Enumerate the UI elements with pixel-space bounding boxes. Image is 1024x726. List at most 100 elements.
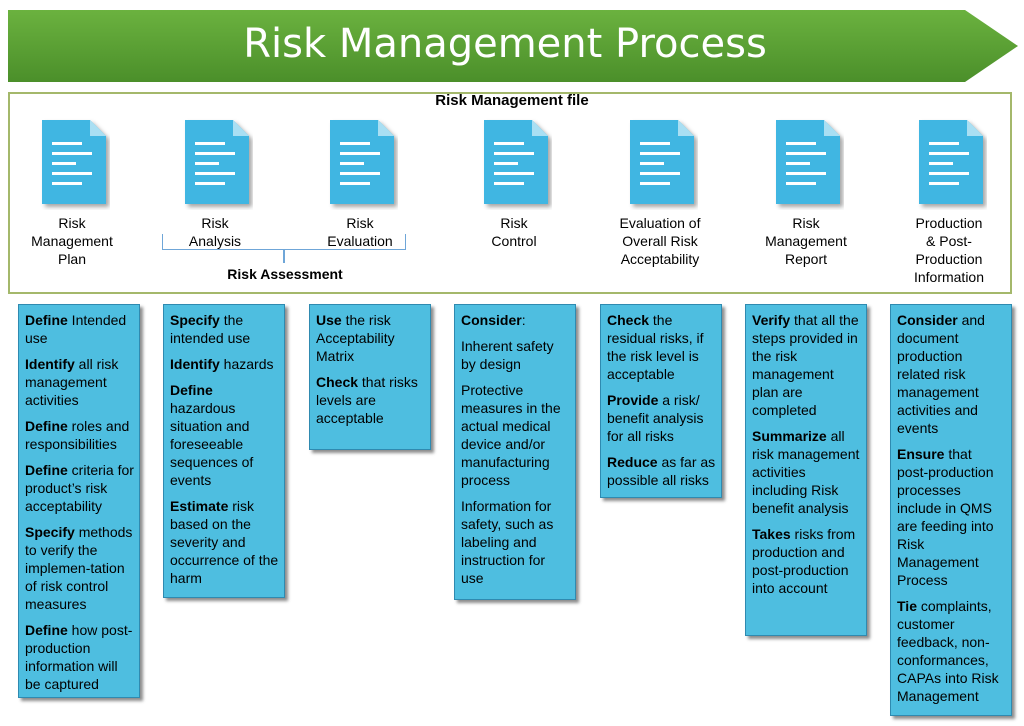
activity-text: the risk Acceptability Matrix: [316, 312, 395, 364]
title-banner: [0, 0, 1024, 88]
stage-label: Risk Management Report: [765, 215, 847, 267]
activity-verb: Define: [170, 382, 213, 398]
activity-text: criteria for product’s risk acceptabilit…: [25, 462, 134, 514]
activity-item: Reduce as far as possible all risks: [607, 453, 716, 489]
stage-label: Risk Control: [491, 215, 537, 249]
activity-item: Check the residual risks, if the risk le…: [607, 311, 716, 383]
activity-verb: Consider: [461, 312, 522, 328]
activity-verb: Check: [607, 312, 650, 328]
activity-item: Inherent safety by design: [461, 337, 570, 373]
activity-text: and document production related risk man…: [897, 312, 985, 436]
activity-verb: Consider: [897, 312, 958, 328]
activity-text: the residual risks, if the risk level is…: [607, 312, 704, 382]
document-icon: [40, 118, 110, 210]
activity-item: Consider:: [461, 311, 570, 329]
activity-item: Takes risks from production and post-pro…: [752, 525, 861, 597]
activity-text: all risk management activities: [25, 356, 119, 408]
activity-item: Use the risk Acceptability Matrix: [316, 311, 425, 365]
activity-text: roles and responsibilities: [25, 418, 130, 452]
activity-item: Verify that all the steps provided in th…: [752, 311, 861, 419]
activity-verb: Identify: [170, 356, 220, 372]
activity-verb: Takes: [752, 526, 791, 542]
document-icon: [628, 118, 698, 210]
activity-verb: Specify: [25, 524, 75, 540]
activity-card: Verify that all the steps provided in th…: [745, 304, 867, 636]
document-icon: [917, 118, 987, 210]
stage-label: Risk Management Plan: [31, 215, 113, 267]
activity-item: Estimate risk based on the severity and …: [170, 497, 279, 587]
stage-label: Evaluation of Overall Risk Acceptability: [619, 215, 701, 267]
activity-text: risk based on the severity and occurrenc…: [170, 498, 279, 586]
activity-text: that post-production processes include i…: [897, 446, 994, 588]
activity-verb: Specify: [170, 312, 220, 328]
activity-text: Intended use: [25, 312, 127, 346]
activity-text: risks from production and post-productio…: [752, 526, 856, 596]
activity-verb: Define: [25, 312, 68, 328]
file-title: Risk Management file: [435, 92, 589, 109]
document-icon: [774, 118, 844, 210]
activity-text: hazards: [219, 356, 274, 372]
activity-text: that all the steps provided in the risk …: [752, 312, 859, 418]
activity-item: Summarize all risk management activities…: [752, 427, 861, 517]
activity-verb: Define: [25, 418, 68, 434]
activity-text: methods to verify the implemen-tation of…: [25, 524, 133, 612]
activity-item: Define Intended use: [25, 311, 134, 347]
activity-text: Inherent safety by design: [461, 338, 554, 372]
activity-verb: Identify: [25, 356, 75, 372]
activity-card: Consider and document production related…: [890, 304, 1012, 716]
risk-assessment-label: Risk Assessment: [227, 266, 343, 282]
stage-label: Production & Post- Production Informatio…: [913, 215, 985, 285]
document-icon: [328, 118, 398, 210]
activity-text: that risks levels are acceptable: [316, 374, 418, 426]
activity-verb: Tie: [897, 598, 917, 614]
activity-item: Protective measures in the actual medica…: [461, 381, 570, 489]
activity-verb: Provide: [607, 392, 659, 408]
document-icon: [482, 118, 552, 210]
activity-item: Consider and document production related…: [897, 311, 1006, 437]
activity-verb: Summarize: [752, 428, 827, 444]
activity-verb: Verify: [752, 312, 791, 328]
stage-label: Risk Evaluation: [327, 215, 393, 249]
activity-verb: Estimate: [170, 498, 229, 514]
stage-label: Risk Analysis: [188, 215, 242, 249]
activity-text: Information for safety, such as labeling…: [461, 498, 554, 586]
document-icon: [183, 118, 253, 210]
activity-item: Check that risks levels are acceptable: [316, 373, 425, 427]
banner-arrow: [8, 10, 1018, 82]
activity-verb: Reduce: [607, 454, 658, 470]
activity-verb: Define: [25, 622, 68, 638]
activity-item: Define how post-production information w…: [25, 621, 134, 693]
activity-item: Identify all risk management activities: [25, 355, 134, 409]
activity-item: Define hazardous situation and foreseeab…: [170, 381, 279, 489]
activity-item: Define criteria for product’s risk accep…: [25, 461, 134, 515]
activity-item: Specify the intended use: [170, 311, 279, 347]
activity-text: all risk management activities including…: [752, 428, 860, 516]
activity-verb: Define: [25, 462, 68, 478]
activity-item: Provide a risk/ benefit analysis for all…: [607, 391, 716, 445]
page-title: Risk Management Process: [243, 21, 767, 67]
activity-text: as far as possible all risks: [607, 454, 716, 488]
risk-assessment-bracket-stem: [283, 249, 285, 263]
activity-item: Specify methods to verify the implemen-t…: [25, 523, 134, 613]
activity-item: Information for safety, such as labeling…: [461, 497, 570, 587]
activity-item: Define roles and responsibilities: [25, 417, 134, 453]
activity-text: how post-production information will be …: [25, 622, 133, 692]
activity-item: Identify hazards: [170, 355, 279, 373]
risk-assessment-bracket: [162, 234, 406, 250]
activity-card: Check the residual risks, if the risk le…: [600, 304, 722, 498]
activity-verb: Use: [316, 312, 342, 328]
activity-text: hazardous situation and foreseeable sequ…: [170, 400, 254, 488]
activity-text: complaints, customer feedback, non-confo…: [897, 598, 999, 704]
activity-text: Protective measures in the actual medica…: [461, 382, 561, 488]
activity-text: the intended use: [170, 312, 251, 346]
activity-text: :: [521, 312, 526, 328]
activity-text: a risk/ benefit analysis for all risks: [607, 392, 704, 444]
activity-item: Tie complaints, customer feedback, non-c…: [897, 597, 1006, 705]
banner-arrow-shape: [8, 10, 1018, 82]
activity-verb: Ensure: [897, 446, 945, 462]
activity-verb: Check: [316, 374, 359, 390]
